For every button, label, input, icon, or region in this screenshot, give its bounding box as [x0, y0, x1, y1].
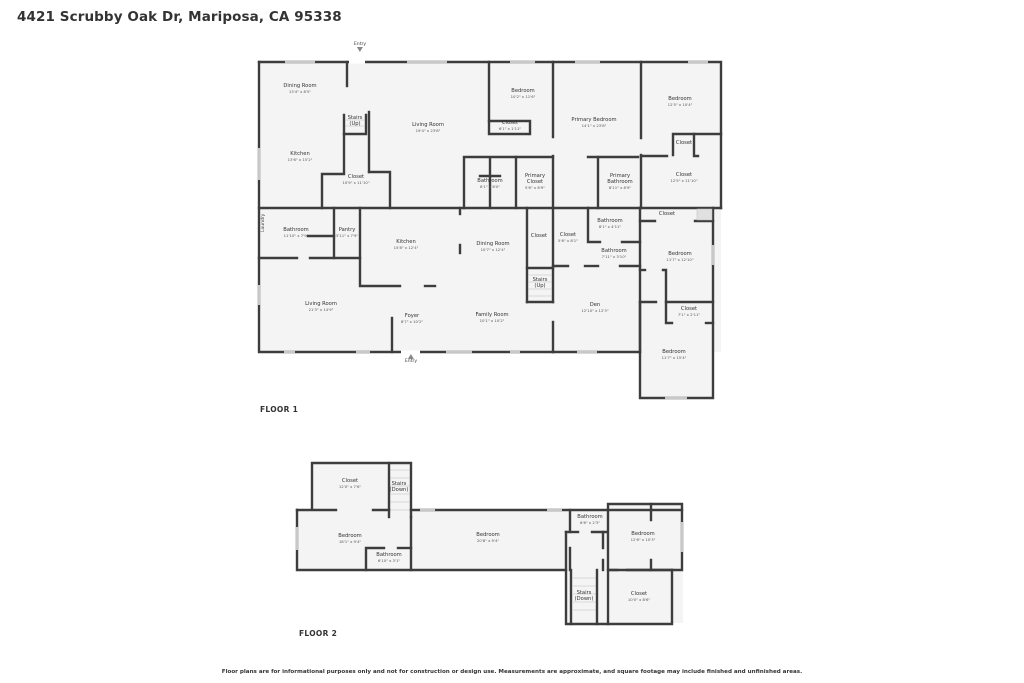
floor-1-label: FLOOR 1 [260, 405, 299, 414]
entry-marker-bottom: Entry [405, 354, 417, 364]
entry-marker-top: Entry [354, 42, 366, 52]
entry-label: Entry [404, 359, 418, 364]
arrow-up-icon [407, 354, 414, 359]
room-closet: Closet [658, 211, 676, 218]
room-stairs: Stairs(Up) [532, 277, 548, 289]
room-stairs: Stairs(Up) [347, 115, 363, 127]
room-closet: Closet [530, 233, 548, 240]
laundry-label: Laundry [261, 213, 266, 232]
room-stairs: Stairs(Down) [574, 590, 594, 602]
room-stairs: Stairs(Down) [389, 481, 409, 493]
room-closet: Closet [675, 140, 693, 147]
entry-label: Entry [353, 42, 367, 47]
disclaimer-text: Floor plans are for informational purpos… [221, 669, 803, 675]
floor-2-label: FLOOR 2 [299, 629, 338, 638]
arrow-down-icon [356, 47, 363, 52]
property-address: 4421 Scrubby Oak Dr, Mariposa, CA 95338 [17, 9, 342, 25]
